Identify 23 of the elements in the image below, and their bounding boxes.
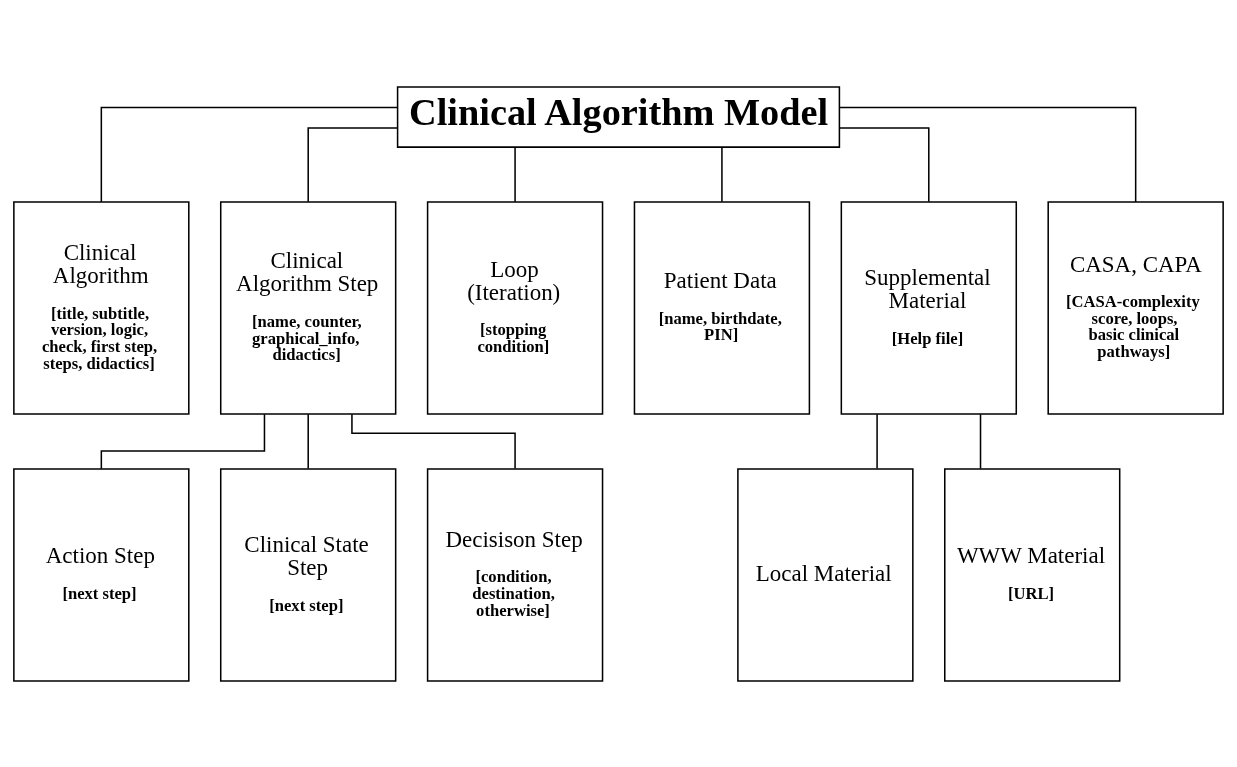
node-box: CASA, CAPA [CASA-complexity score, loops, basic clinical pathways] xyxy=(1047,200,1224,415)
node-box: WWW Material [URL] xyxy=(944,467,1121,682)
connector xyxy=(307,126,399,202)
node-box: Clinical State Step [next step] xyxy=(219,467,397,682)
connector xyxy=(307,413,309,469)
connector xyxy=(721,146,723,203)
node-box: Local Material xyxy=(737,467,914,682)
connector xyxy=(100,412,266,470)
node-box: Patient Data [name, birthdate, PIN] xyxy=(633,200,811,415)
node-box: Decisison Step [condition, destination, otherwise] xyxy=(426,467,604,682)
connector xyxy=(100,106,399,203)
node-box: Clinical Algorithm [title, subtitle, version, logic, check, first step, steps, didactics] xyxy=(13,200,190,415)
connector xyxy=(876,413,878,469)
node-box: Clinical Algorithm Step [name, counter, graphical_info, didactics] xyxy=(219,200,397,415)
connector xyxy=(979,413,982,469)
connector xyxy=(838,126,930,202)
node-box: Loop (Iteration) [stopping condition] xyxy=(426,200,604,415)
connector xyxy=(838,106,1137,203)
node-box: Supplemental Material [Help file] xyxy=(840,200,1018,415)
node-box: Clinical Algorithm Model xyxy=(396,85,841,148)
connector xyxy=(514,146,516,203)
node-box: Action Step [next step] xyxy=(13,467,190,682)
connector xyxy=(351,412,516,469)
